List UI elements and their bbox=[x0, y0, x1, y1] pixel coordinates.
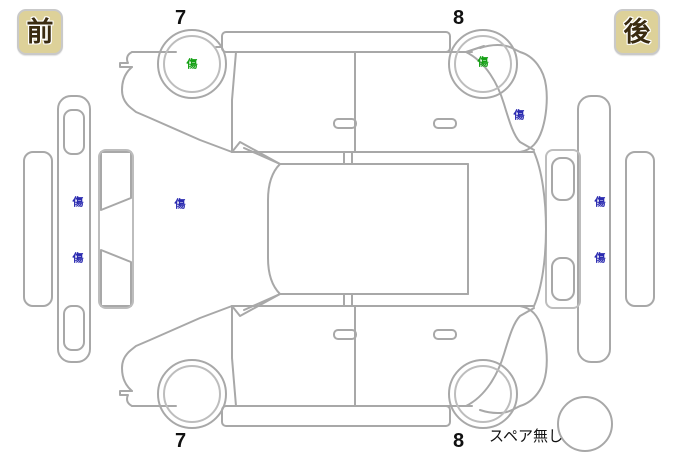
tire-number-front-right: 7 bbox=[175, 430, 187, 452]
door-handle-rear-top bbox=[433, 118, 457, 129]
front-clip-bottom bbox=[121, 305, 233, 392]
damage-mark-rear-left-wheel: 傷 bbox=[477, 55, 489, 69]
wheel-rear-left-outer bbox=[448, 29, 518, 99]
cabin-left-pillar-bottom bbox=[231, 305, 237, 407]
windshield-left-2 bbox=[243, 147, 281, 165]
front-direction-badge: 前 bbox=[17, 9, 63, 55]
damage-mark-rear-bumper-lower: 傷 bbox=[594, 251, 606, 265]
rear-lamp-upper bbox=[551, 157, 575, 201]
windshield-left bbox=[231, 141, 281, 165]
wheel-front-right-inner bbox=[163, 365, 221, 423]
rear-direction-badge: 後 bbox=[614, 9, 660, 55]
windshield-left-bottom bbox=[231, 293, 281, 317]
body-outline-top bbox=[119, 46, 223, 68]
rear-bumper-outer bbox=[625, 151, 655, 307]
rear-end-top bbox=[479, 44, 548, 153]
damage-mark-front-bumper-upper: 傷 bbox=[72, 195, 84, 209]
wheel-front-left-outer bbox=[157, 29, 227, 99]
wheel-rear-right-outer bbox=[448, 359, 518, 429]
damage-mark-front-left-wheel: 傷 bbox=[186, 57, 198, 71]
door-handle-front-top bbox=[333, 118, 357, 129]
side-sill-top bbox=[221, 31, 451, 53]
rear-end-bottom bbox=[479, 305, 548, 414]
rear-top-join bbox=[465, 45, 485, 53]
rear-lamp-lower bbox=[551, 257, 575, 301]
front-bumper-main bbox=[57, 95, 91, 363]
front-lamp-lower bbox=[63, 305, 85, 351]
front-fender-upper bbox=[100, 151, 132, 211]
damage-mark-left-front-fender: 傷 bbox=[174, 197, 186, 211]
spare-tire-circle bbox=[557, 396, 613, 452]
rear-bumper-main bbox=[577, 95, 611, 363]
roof-center bbox=[267, 163, 469, 295]
body-outline-bottom bbox=[119, 390, 177, 407]
tire-number-front-left: 7 bbox=[175, 7, 187, 29]
windshield-left-bottom-2 bbox=[243, 293, 281, 311]
rear-badge-label: 後 bbox=[623, 16, 651, 48]
tire-number-rear-right: 8 bbox=[453, 430, 465, 452]
damage-mark-rear-bumper-upper: 傷 bbox=[594, 195, 606, 209]
damage-mark-front-bumper-lower: 傷 bbox=[72, 251, 84, 265]
wheel-rear-left-inner bbox=[454, 35, 512, 93]
wheel-front-left-inner bbox=[163, 35, 221, 93]
front-fender-lower bbox=[100, 249, 132, 307]
rear-quarter-bottom bbox=[465, 307, 535, 407]
front-badge-label: 前 bbox=[26, 16, 54, 48]
damage-mark-rear-left-quarter-panel: 傷 bbox=[513, 108, 525, 122]
tire-number-rear-left: 8 bbox=[453, 7, 465, 29]
front-bumper-outer bbox=[23, 151, 53, 307]
door-handle-rear-bottom bbox=[433, 329, 457, 340]
plan-rear-edge bbox=[533, 151, 547, 307]
wheel-front-right-outer bbox=[157, 359, 227, 429]
door-handle-front-bottom bbox=[333, 329, 357, 340]
spare-tire-note: スペア無し bbox=[489, 427, 563, 445]
cabin-left-pillar-top bbox=[231, 51, 237, 153]
front-clip-top bbox=[121, 66, 233, 153]
front-lamp-upper bbox=[63, 109, 85, 155]
wheel-rear-right-inner bbox=[454, 365, 512, 423]
side-sill-bottom bbox=[221, 405, 451, 427]
front-fender-frame bbox=[98, 149, 134, 309]
rear-quarter-top bbox=[465, 51, 535, 151]
